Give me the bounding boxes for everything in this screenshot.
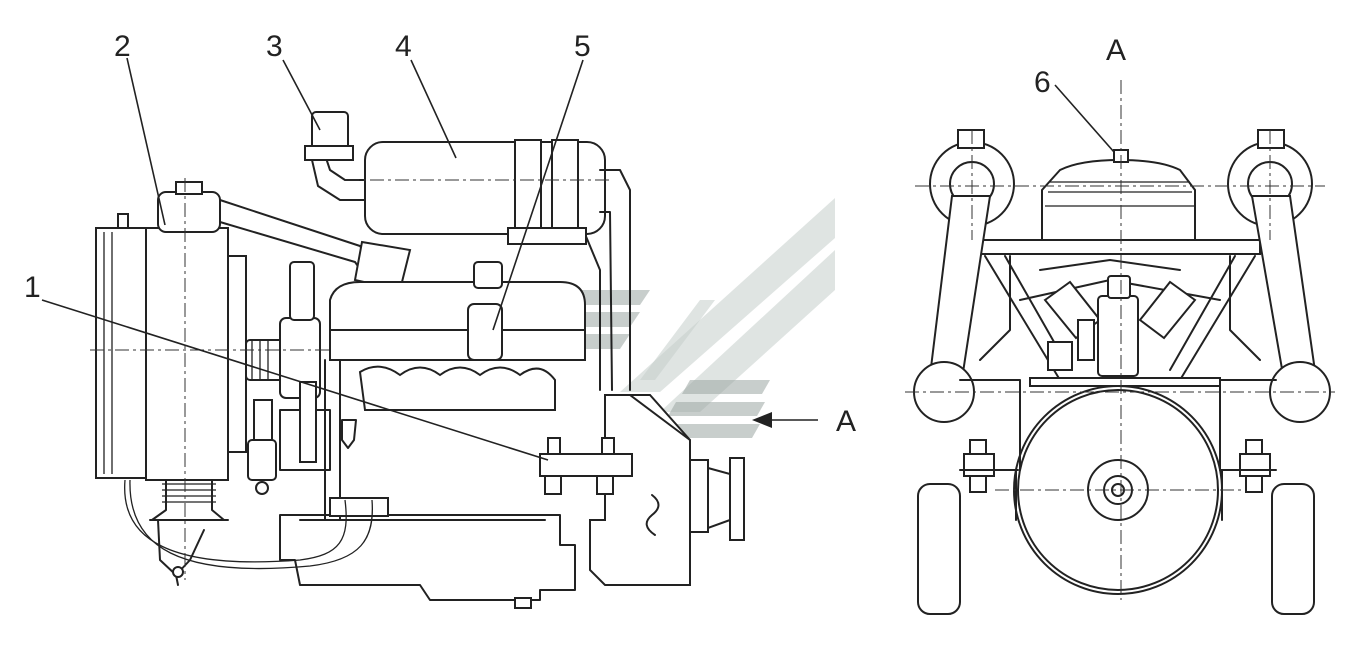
svg-text:6: 6	[1034, 66, 1051, 99]
callout-1: 1	[24, 271, 549, 461]
engine-block	[124, 261, 745, 609]
side-view	[90, 111, 745, 609]
callout-4: 4	[395, 30, 457, 159]
view-arrow: A	[752, 405, 856, 438]
view-arrow-label: A	[836, 405, 856, 438]
svg-text:1: 1	[24, 271, 41, 304]
watermark-logo	[528, 198, 835, 438]
svg-text:2: 2	[114, 30, 131, 63]
air-cleaner	[304, 111, 631, 391]
svg-text:3: 3	[266, 30, 283, 63]
callout-5: 5	[492, 30, 591, 331]
svg-text:5: 5	[574, 30, 591, 63]
view-title: A	[1106, 34, 1126, 67]
front-view-a: A	[905, 34, 1335, 615]
callout-2: 2	[114, 30, 166, 226]
callout-6: 6	[1034, 66, 1115, 153]
svg-text:4: 4	[395, 30, 412, 63]
radiator	[95, 181, 247, 586]
callout-3: 3	[266, 30, 321, 131]
